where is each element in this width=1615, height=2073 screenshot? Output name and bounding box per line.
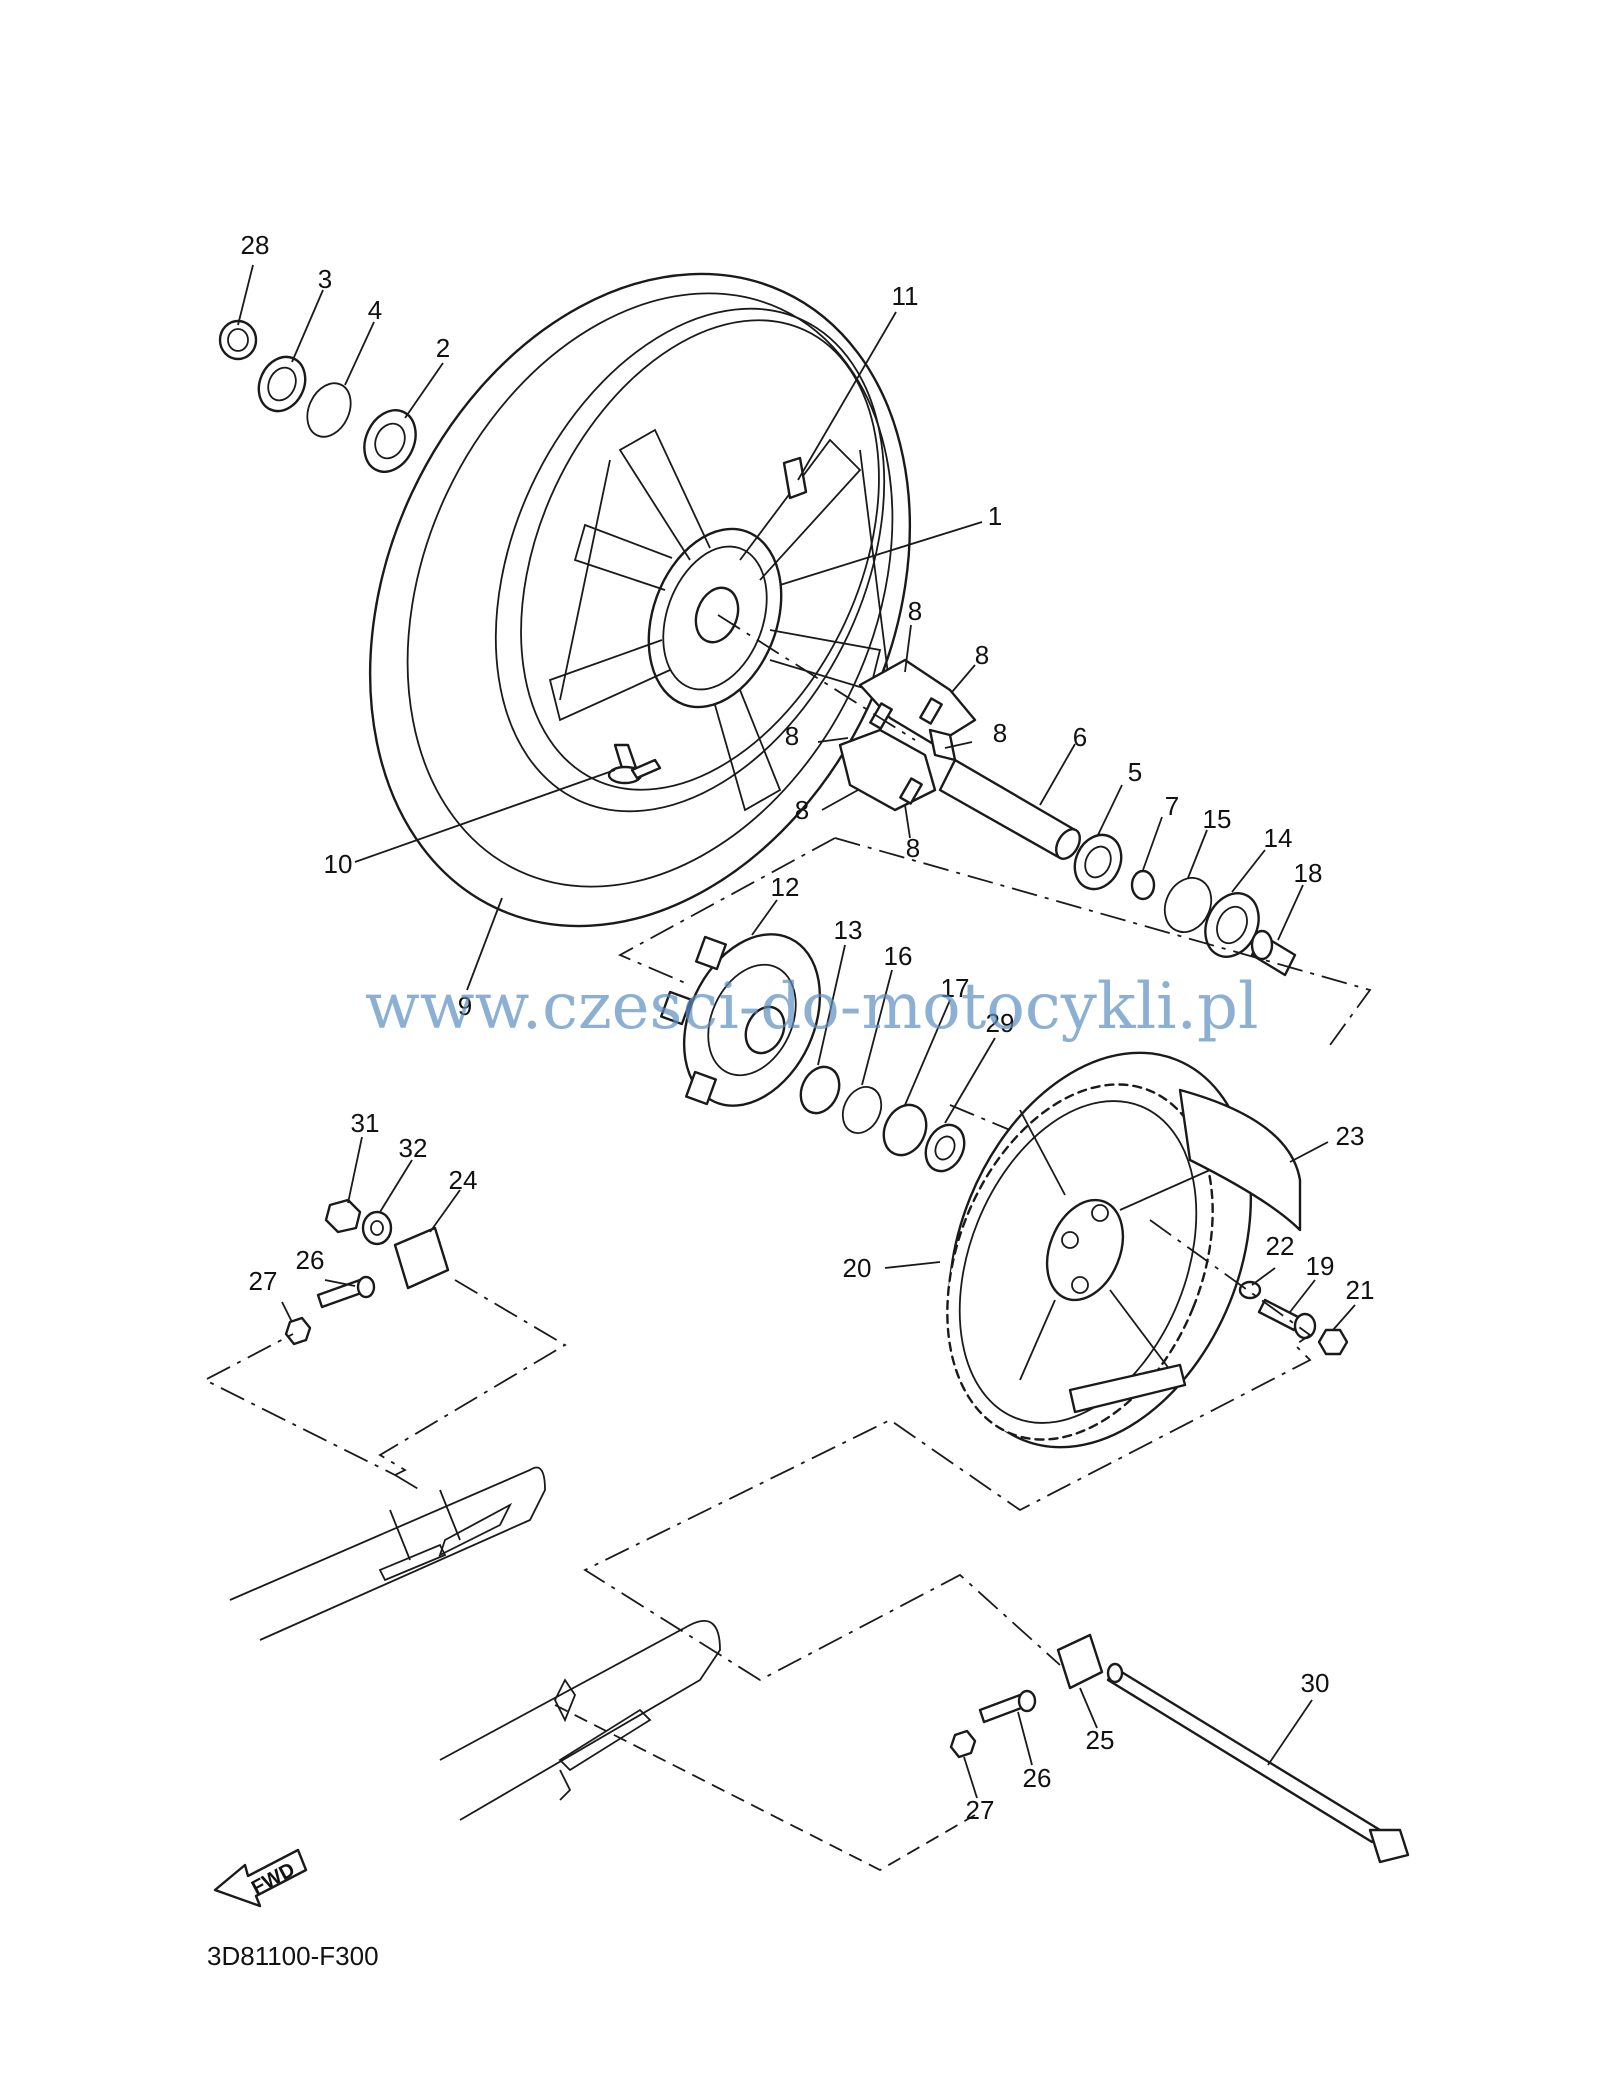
- oil-seal-17: [882, 1103, 928, 1157]
- callout-26-a: 26: [296, 1245, 325, 1275]
- balance-weight: [782, 456, 808, 500]
- circlip-15: [1163, 877, 1213, 933]
- callout-4: 4: [368, 295, 382, 325]
- callout-8-a: 8: [908, 596, 922, 626]
- valve-stem: [607, 743, 662, 785]
- collar-28: [218, 319, 258, 361]
- callout-22: 22: [1266, 1231, 1295, 1261]
- bolt-19: [1257, 1298, 1302, 1332]
- callout-8-d: 8: [993, 718, 1007, 748]
- callout-18: 18: [1294, 858, 1323, 888]
- callout-9: 9: [458, 991, 472, 1021]
- forward-direction-icon: FWD: [213, 1848, 308, 1908]
- callout-15: 15: [1203, 804, 1232, 834]
- callout-2: 2: [436, 333, 450, 363]
- nut-27a: [284, 1316, 312, 1346]
- callout-17: 17: [941, 973, 970, 1003]
- callout-8-e: 8: [795, 795, 809, 825]
- circlip-16: [841, 1086, 883, 1134]
- washer-22: [1238, 1280, 1262, 1300]
- oil-seal-3: [257, 355, 307, 413]
- clutch-hub-assembly: [660, 933, 966, 1173]
- spacer-stack-right: [938, 758, 1297, 977]
- right-adjuster: [949, 1633, 1410, 1864]
- tire: [368, 272, 912, 928]
- collar-29: [924, 1123, 966, 1173]
- callout-6: 6: [1073, 722, 1087, 752]
- spacer-6: [938, 758, 1077, 860]
- left-bearing-stack: [218, 319, 417, 473]
- callout-29: 29: [986, 1008, 1015, 1038]
- callout-27-a: 27: [249, 1266, 278, 1296]
- nut-31: [324, 1198, 362, 1234]
- nut-27b: [949, 1729, 977, 1759]
- bearing-13: [799, 1065, 841, 1115]
- callout-1: 1: [988, 501, 1002, 531]
- bearing-2: [363, 409, 417, 473]
- nut-21: [1317, 1328, 1349, 1356]
- diagram-code: 3D81100-F300: [207, 1941, 379, 1971]
- callout-5: 5: [1128, 757, 1142, 787]
- callout-8-b: 8: [975, 640, 989, 670]
- callout-26-b: 26: [1023, 1763, 1052, 1793]
- callout-14: 14: [1264, 823, 1293, 853]
- callout-25: 25: [1086, 1725, 1115, 1755]
- callout-8-f: 8: [906, 833, 920, 863]
- callout-19: 19: [1306, 1251, 1335, 1281]
- callout-23: 23: [1336, 1121, 1365, 1151]
- callout-20: 20: [843, 1253, 872, 1283]
- left-adjuster: [284, 1198, 450, 1346]
- callout-16: 16: [884, 941, 913, 971]
- bearing-5: [1073, 833, 1123, 891]
- swingarm: [229, 1466, 721, 1821]
- hub-damper-set: [838, 658, 977, 812]
- callout-24: 24: [449, 1165, 478, 1195]
- adjust-bolt-26b: [978, 1693, 1026, 1724]
- adjuster-plate-24: [393, 1226, 450, 1290]
- leader-lines: [237, 264, 1356, 1799]
- watermark: www.czesci-do-motocykli.pl: [365, 970, 1258, 1044]
- callout-labels: 28 3 4 2 11 1 8 8 8 8 8 8 6 5 7 15 14 18…: [241, 230, 1375, 1825]
- rear-wheel-assembly: [368, 272, 912, 928]
- callout-12: 12: [771, 872, 800, 902]
- callout-11: 11: [892, 281, 919, 311]
- callout-27-b: 27: [966, 1795, 995, 1825]
- washer-32: [361, 1210, 393, 1246]
- adjuster-plate-25: [1056, 1633, 1104, 1690]
- drive-belt: [1178, 1088, 1302, 1232]
- callout-10: 10: [324, 849, 353, 879]
- assembly-lines: [203, 614, 1372, 1872]
- axle-30: [1106, 1666, 1382, 1844]
- callout-21: 21: [1346, 1275, 1375, 1305]
- callout-32: 32: [399, 1133, 428, 1163]
- callout-7: 7: [1165, 791, 1179, 821]
- collar-7: [1130, 869, 1156, 901]
- circlip-4: [306, 382, 352, 438]
- callout-3: 3: [318, 264, 332, 294]
- callout-30: 30: [1301, 1668, 1330, 1698]
- pulley-assembly: [946, 1051, 1349, 1449]
- callout-8-c: 8: [785, 721, 799, 751]
- callout-31: 31: [351, 1108, 380, 1138]
- callout-13: 13: [834, 915, 863, 945]
- callout-28: 28: [241, 230, 270, 260]
